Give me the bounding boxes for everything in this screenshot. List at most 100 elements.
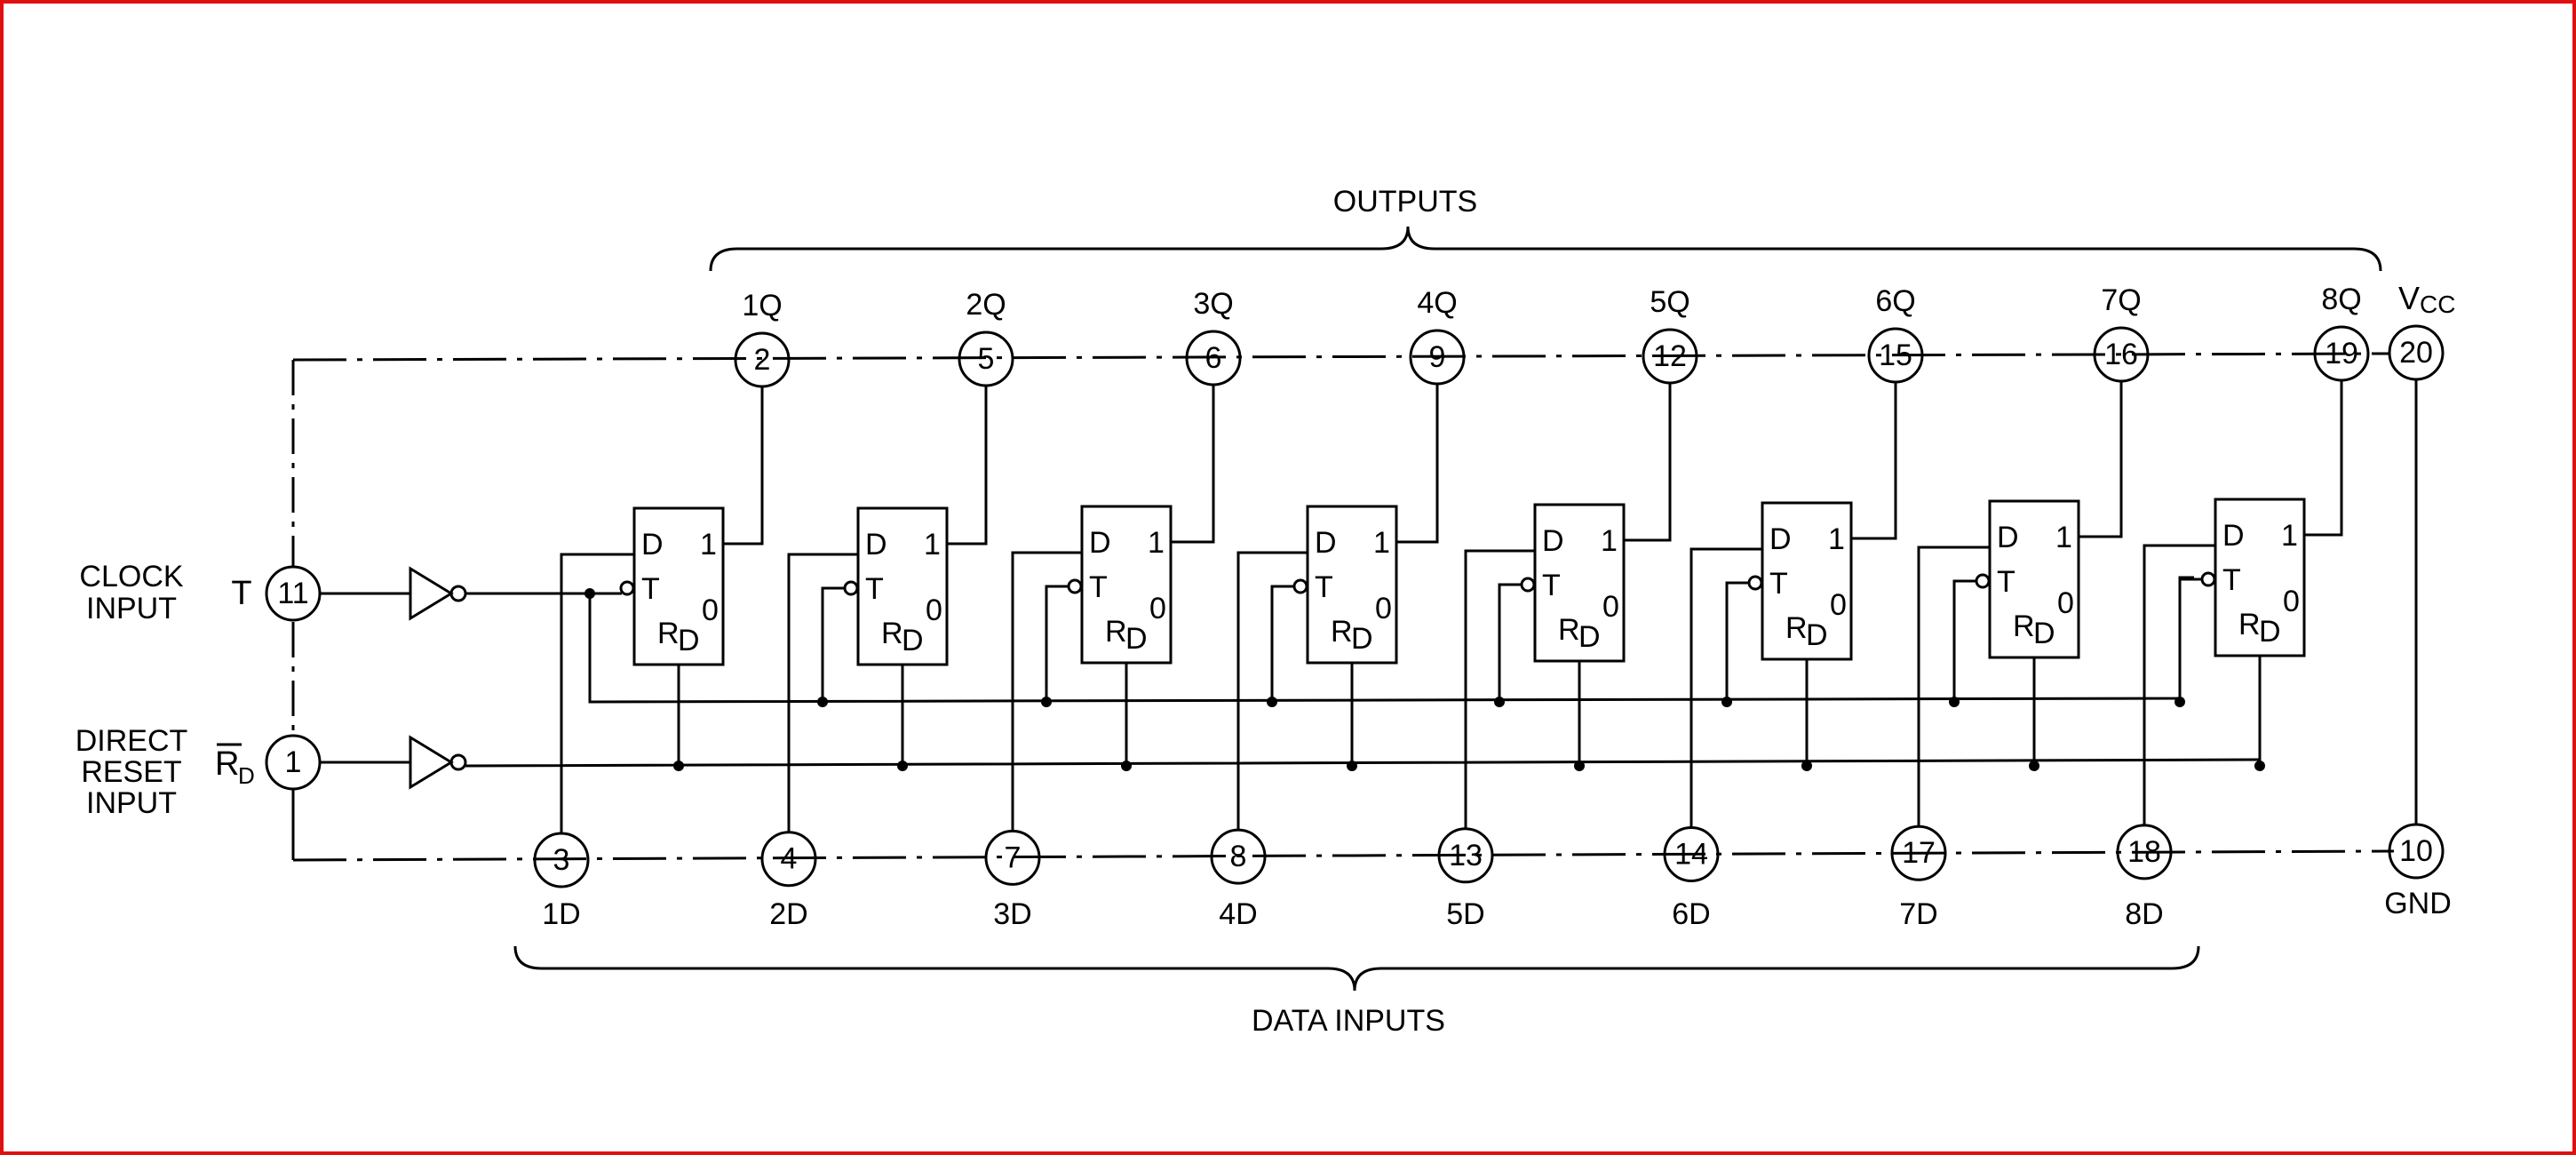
reset-input-pin[interactable]: 1 xyxy=(265,734,322,791)
t-clock-wire xyxy=(2178,578,2202,702)
q-output-wire xyxy=(1851,382,1897,540)
flipflop-d-label: D xyxy=(865,528,887,562)
clock-distribution-line xyxy=(588,576,2194,704)
data-pin-3[interactable]: 3 xyxy=(533,832,590,888)
clock-input-pin[interactable]: 11 xyxy=(265,565,322,622)
flipflop-t-label: T xyxy=(1997,565,2015,599)
t-inversion-bubble xyxy=(1520,577,1536,593)
data-pin-18[interactable]: 18 xyxy=(2116,824,2173,880)
flipflop-d-label: D xyxy=(2222,519,2245,553)
outputs-brace xyxy=(709,226,2382,272)
svg-text:V: V xyxy=(2398,280,2420,316)
svg-text:6: 6 xyxy=(1205,341,1222,375)
svg-text:D: D xyxy=(238,762,255,789)
flipflop-rd-sub-label: D xyxy=(1125,622,1148,656)
clock-input-label-line1: CLOCK xyxy=(79,560,183,593)
output-label: 4Q xyxy=(1417,286,1457,320)
data-inputs-label: DATA INPUTS xyxy=(1252,1004,1445,1038)
svg-text:1: 1 xyxy=(285,745,302,779)
flipflop-rd-sub-label: D xyxy=(1351,622,1373,656)
input-label: 3D xyxy=(993,897,1031,931)
t-inversion-bubble xyxy=(1747,575,1763,591)
t-inversion-bubble xyxy=(619,580,635,596)
data-pin-17[interactable]: 17 xyxy=(1890,824,1947,881)
d-input-wire xyxy=(1917,546,1990,827)
outputs-label: OUTPUTS xyxy=(1333,185,1477,219)
output-pin-9[interactable]: 9 xyxy=(1409,329,1466,386)
reset-input-label-line3: INPUT xyxy=(86,786,177,820)
flipflop-q1-label: 1 xyxy=(924,528,941,562)
reset-junction-dot xyxy=(2254,761,2265,771)
svg-text:16: 16 xyxy=(2104,338,2138,371)
svg-text:17: 17 xyxy=(1902,836,1936,870)
svg-text:7: 7 xyxy=(1005,840,1022,874)
data-pin-13[interactable]: 13 xyxy=(1437,827,1494,884)
input-label: 4D xyxy=(1219,897,1257,931)
q-output-wire xyxy=(2304,380,2343,537)
flipflop-d-label: D xyxy=(1542,524,1564,558)
flipflop-q0-label: 0 xyxy=(1830,588,1847,622)
q-output-wire xyxy=(1171,385,1215,544)
gnd-pin[interactable]: 10 xyxy=(2388,823,2445,880)
gnd-label: GND xyxy=(2384,887,2452,920)
flipflop-t-label: T xyxy=(865,572,884,606)
flipflop-d-label: D xyxy=(1769,522,1792,556)
flipflop-d-label: D xyxy=(1315,526,1337,560)
q-output-wire xyxy=(1624,383,1672,542)
output-label: 5Q xyxy=(1650,285,1690,319)
output-pin-2[interactable]: 2 xyxy=(734,331,791,388)
data-pin-7[interactable]: 7 xyxy=(984,829,1041,886)
output-label: 3Q xyxy=(1193,287,1233,321)
data-inputs-brace xyxy=(513,945,2200,992)
t-clock-wire xyxy=(1725,581,1749,702)
q-output-wire xyxy=(947,386,988,546)
input-label: 2D xyxy=(769,897,807,931)
output-pin-6[interactable]: 6 xyxy=(1185,330,1242,386)
reset-distribution-line xyxy=(465,657,2262,768)
flipflop-rd-label: R xyxy=(2238,608,2261,641)
flipflop-rd-label: R xyxy=(1785,611,1808,645)
t-inversion-bubble xyxy=(2200,571,2216,587)
vcc-pin[interactable]: 20 xyxy=(2388,324,2445,381)
flipflop-rd-label: R xyxy=(1558,613,1580,647)
reset-junction-dot xyxy=(1121,761,1132,771)
svg-text:5: 5 xyxy=(978,342,995,376)
flipflop-rd-label: R xyxy=(1331,615,1353,649)
flipflop-t-label: T xyxy=(1769,567,1788,601)
t-inversion-bubble xyxy=(1067,578,1083,594)
data-pin-4[interactable]: 4 xyxy=(760,831,817,888)
flipflop-q1-label: 1 xyxy=(1601,524,1618,558)
svg-text:14: 14 xyxy=(1674,838,1708,872)
output-pin-16[interactable]: 16 xyxy=(2093,326,2150,383)
output-pin-15[interactable]: 15 xyxy=(1867,327,1924,384)
q-output-wire xyxy=(723,386,764,546)
flipflop-q0-label: 0 xyxy=(1602,590,1619,624)
flipflop-q1-label: 1 xyxy=(1373,526,1390,560)
flipflop-t-label: T xyxy=(1542,569,1561,602)
data-pin-8[interactable]: 8 xyxy=(1210,828,1267,885)
flipflop-q0-label: 0 xyxy=(1375,592,1392,625)
reset-junction-dot xyxy=(2029,761,2039,771)
flipflop-d-label: D xyxy=(641,528,664,562)
output-pin-19[interactable]: 19 xyxy=(2313,325,2370,382)
output-pin-12[interactable]: 12 xyxy=(1642,328,1698,385)
flipflop-d-label: D xyxy=(1089,526,1111,560)
d-input-wire xyxy=(1464,549,1535,829)
flipflop-rd-label: R xyxy=(2013,609,2035,643)
output-pin-5[interactable]: 5 xyxy=(958,331,1014,387)
svg-text:19: 19 xyxy=(2325,337,2358,370)
flipflop-q1-label: 1 xyxy=(1148,526,1165,560)
flipflop-rd-label: R xyxy=(657,617,680,650)
flipflop-rd-label: R xyxy=(1105,615,1127,649)
t-clock-wire xyxy=(1270,585,1294,702)
svg-text:3: 3 xyxy=(553,843,570,877)
data-pin-14[interactable]: 14 xyxy=(1663,826,1720,882)
reset-pin-name: R D xyxy=(215,743,255,789)
